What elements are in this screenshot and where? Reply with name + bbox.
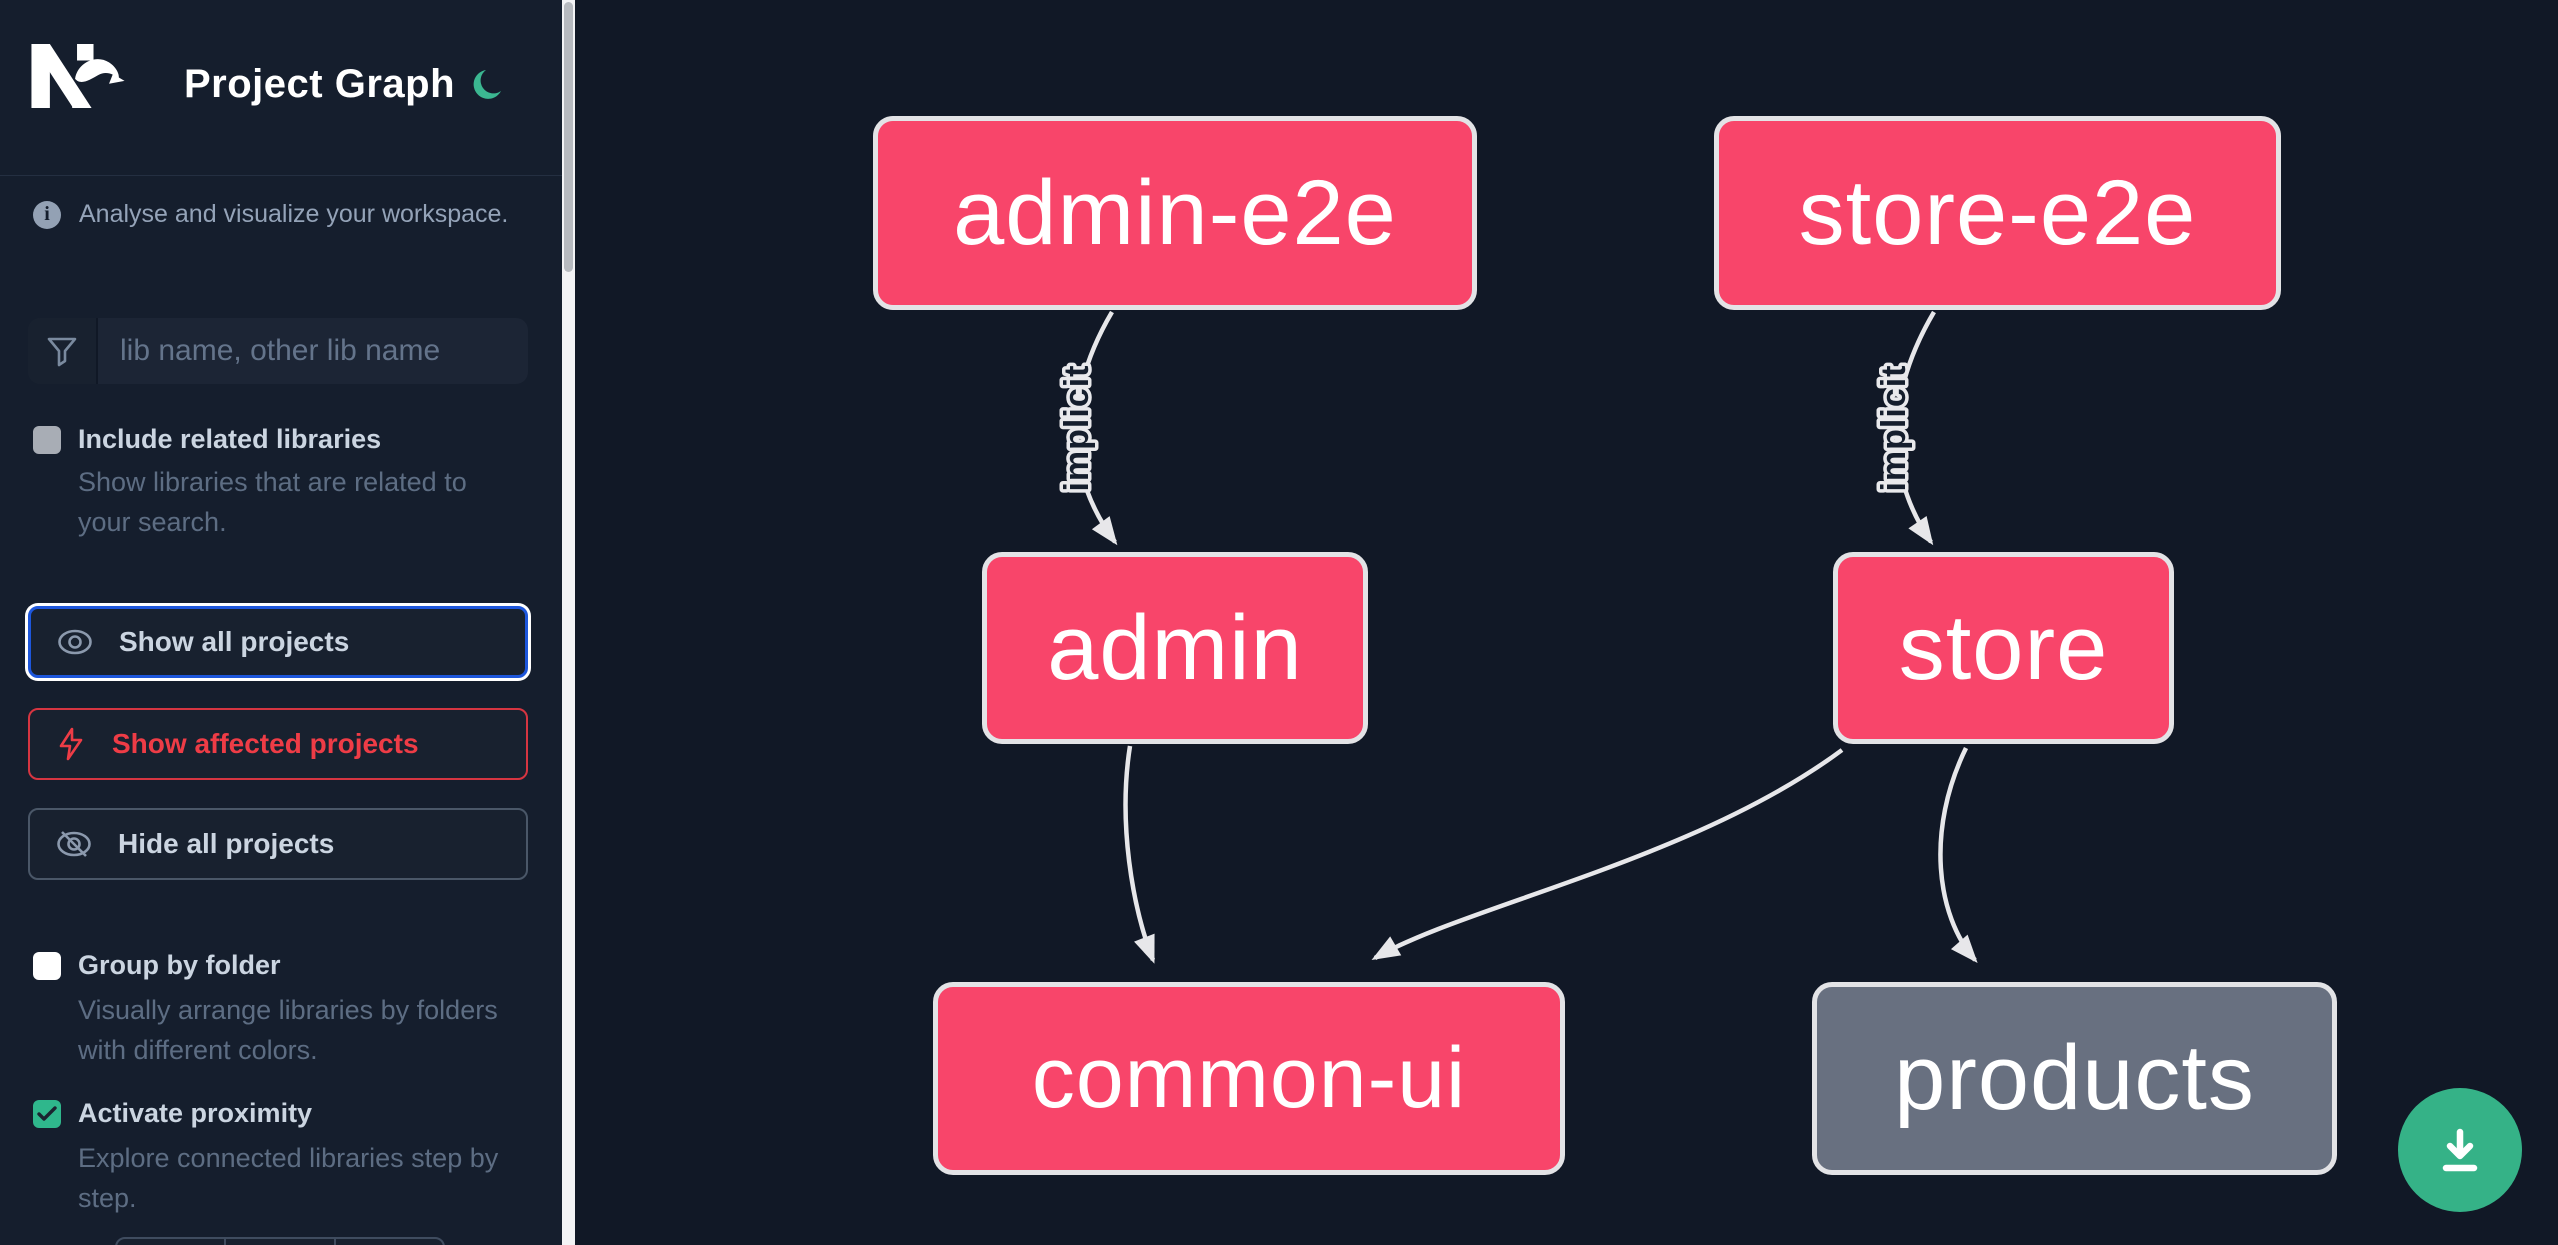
search-input[interactable]: [98, 318, 528, 384]
checkmark-icon: [37, 1106, 57, 1121]
activate-proximity-description: Explore connected libraries step by step…: [78, 1143, 499, 1213]
show-all-projects-label: Show all projects: [119, 626, 350, 657]
graph-node-store[interactable]: store: [1833, 552, 2174, 744]
proximity-increment-segment[interactable]: [336, 1239, 443, 1245]
edge-store-e2e-to-store[interactable]: [1894, 310, 1936, 546]
workspace-info: i Analyse and visualize your workspace.: [33, 200, 508, 229]
node-label: admin: [1047, 596, 1303, 699]
download-icon: [2442, 1128, 2478, 1172]
group-by-folder-description: Visually arrange libraries by folders wi…: [78, 995, 498, 1065]
eye-off-icon: [57, 831, 91, 857]
info-icon: i: [33, 200, 61, 229]
graph-node-store-e2e[interactable]: store-e2e: [1714, 116, 2281, 310]
proximity-depth-control[interactable]: [115, 1237, 445, 1245]
eye-icon: [58, 629, 92, 655]
include-related-description: Show libraries that are related to your …: [78, 467, 467, 537]
search-box: [28, 318, 528, 384]
graph-node-admin-e2e[interactable]: admin-e2e: [873, 116, 1477, 310]
node-label: admin-e2e: [953, 161, 1397, 264]
info-text: Analyse and visualize your workspace.: [79, 200, 509, 228]
edge-admin-to-common-ui[interactable]: [1123, 745, 1156, 964]
hide-all-projects-button[interactable]: Hide all projects: [28, 808, 528, 880]
proximity-value-segment: [226, 1239, 336, 1245]
show-affected-projects-button[interactable]: Show affected projects: [28, 708, 528, 780]
sidebar-header: Project Graph: [0, 0, 562, 176]
graph-canvas[interactable]: implicit implicit admin-e2e store-e2e ad…: [575, 0, 2558, 1245]
graph-edges-layer: implicit implicit: [1054, 310, 1978, 964]
show-affected-projects-label: Show affected projects: [112, 728, 419, 759]
hide-all-projects-label: Hide all projects: [118, 828, 335, 859]
activate-proximity-checkbox[interactable]: [33, 1100, 61, 1128]
page-title: Project Graph: [184, 62, 456, 106]
group-by-folder-label: Group by folder: [78, 950, 281, 980]
edge-label-implicit-store: implicit: [1875, 364, 1913, 491]
edge-store-to-common-ui[interactable]: [1371, 748, 1844, 961]
node-label: common-ui: [1031, 1030, 1467, 1126]
graph-node-admin[interactable]: admin: [982, 552, 1368, 744]
filter-funnel-icon: [28, 318, 98, 384]
theme-toggle-moon-icon[interactable]: [470, 66, 510, 106]
show-all-projects-button[interactable]: Show all projects: [28, 606, 528, 678]
edge-admin-e2e-to-admin[interactable]: [1074, 310, 1118, 546]
sidebar-scrollbar[interactable]: [562, 0, 575, 1245]
proximity-decrement-segment[interactable]: [117, 1239, 227, 1245]
graph-node-products[interactable]: products: [1812, 982, 2337, 1175]
include-related-label: Include related libraries: [78, 424, 382, 454]
nx-logo-icon: [31, 44, 125, 108]
include-related-checkbox[interactable]: [33, 426, 61, 454]
node-label: store: [1898, 596, 2109, 699]
graph-node-common-ui[interactable]: common-ui: [933, 982, 1565, 1175]
sidebar: Project Graph i Analyse and visualize yo…: [0, 0, 562, 1245]
edge-store-to-products[interactable]: [1938, 747, 1978, 964]
save-image-button[interactable]: [2398, 1088, 2522, 1212]
edge-label-implicit-admin: implicit: [1058, 364, 1096, 491]
sidebar-scrollbar-thumb[interactable]: [564, 2, 573, 272]
node-label: store-e2e: [1798, 161, 2197, 264]
bolt-icon: [59, 727, 83, 761]
group-by-folder-checkbox[interactable]: [33, 952, 61, 980]
node-label: products: [1894, 1027, 2255, 1129]
activate-proximity-label: Activate proximity: [78, 1098, 313, 1128]
